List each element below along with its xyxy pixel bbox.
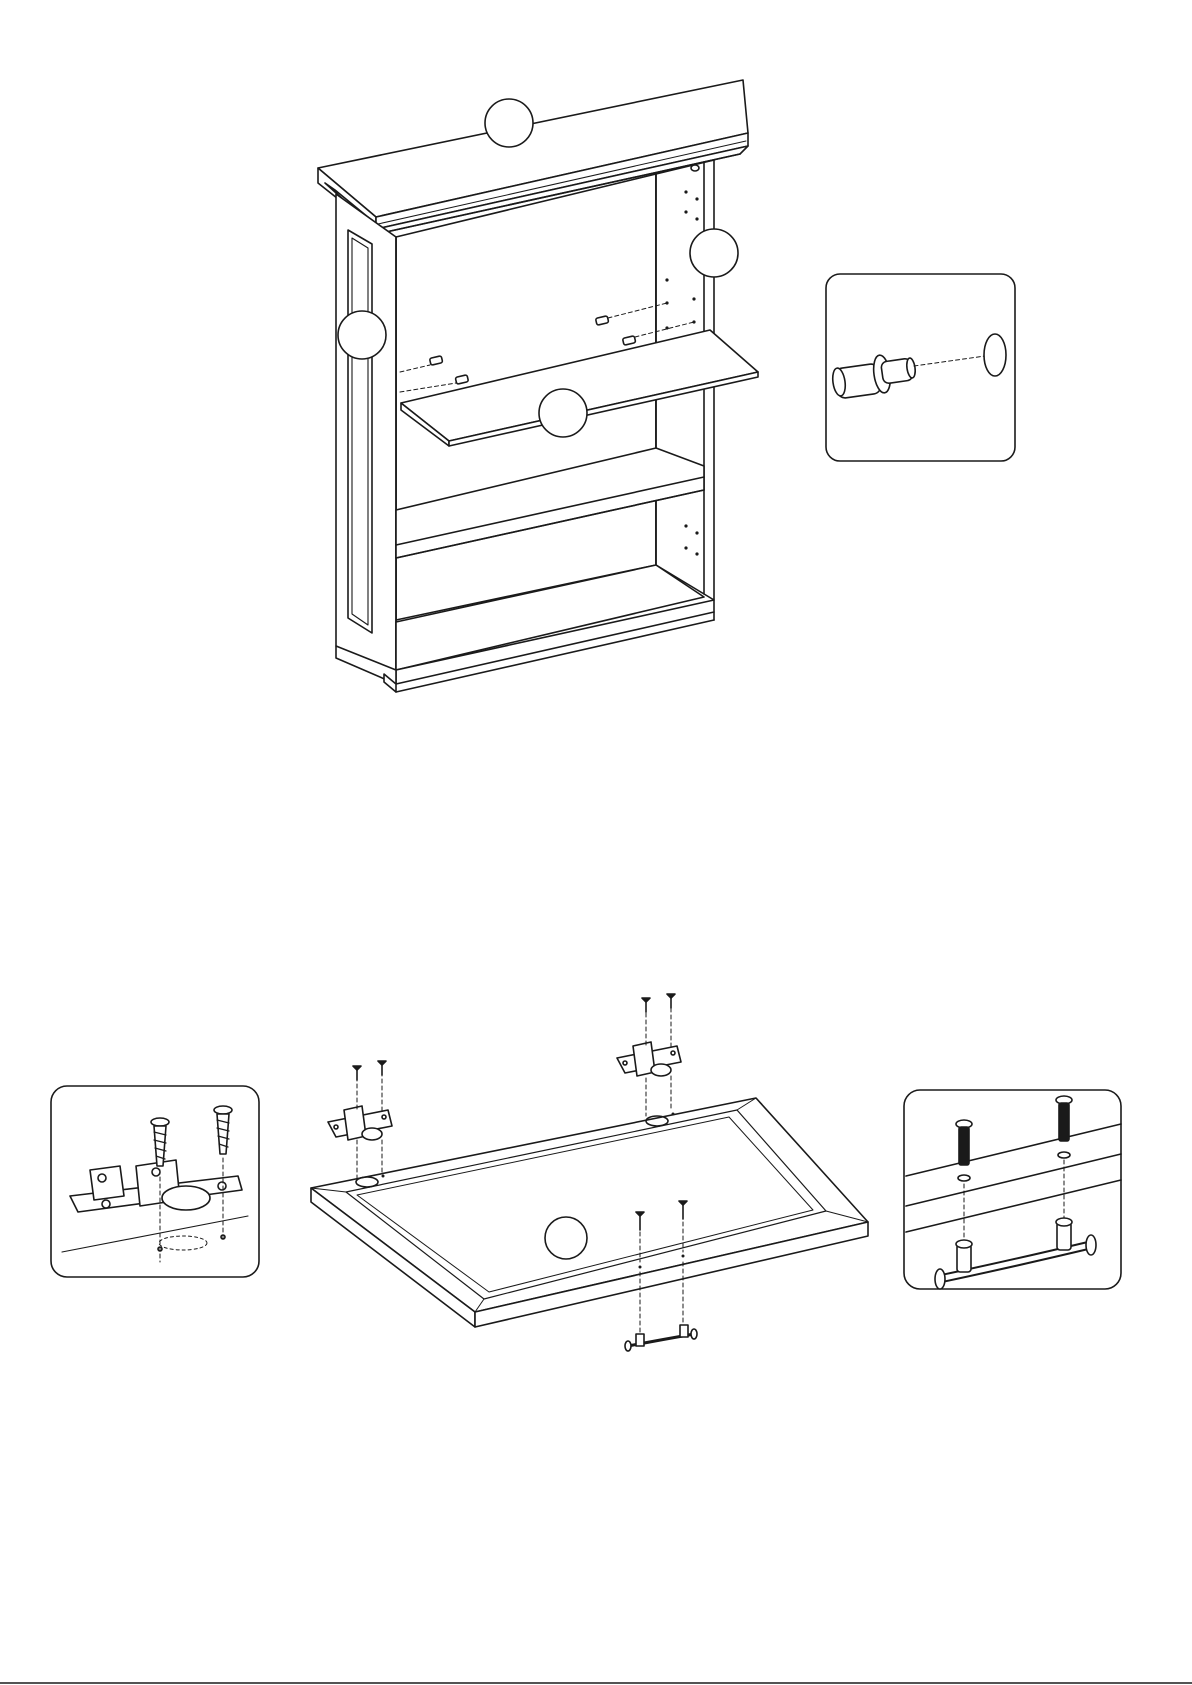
pin-hole-icon xyxy=(984,334,1006,376)
part-callout xyxy=(690,229,738,277)
hinge-screw xyxy=(353,1066,361,1080)
part-callout xyxy=(545,1217,587,1259)
part-callout xyxy=(539,389,587,437)
cabinet-step xyxy=(318,80,1015,692)
part-callout xyxy=(485,99,533,147)
door-step xyxy=(51,994,1121,1351)
machine-screw-icon xyxy=(1056,1096,1072,1141)
hinge-screw xyxy=(642,998,650,1012)
hinge-left xyxy=(328,1065,392,1178)
left-side-panel xyxy=(336,194,396,680)
door-panel xyxy=(311,1098,868,1327)
door-handle xyxy=(625,1325,697,1351)
hinge-screw xyxy=(667,994,675,1008)
hinge-detail-inset xyxy=(51,1086,259,1277)
handle-detail-inset xyxy=(904,1090,1121,1289)
machine-screw-icon xyxy=(956,1120,972,1165)
hinge-screw xyxy=(378,1061,386,1075)
shelf-pin-detail-inset xyxy=(826,274,1015,461)
hinge-right xyxy=(617,1001,681,1116)
part-callout xyxy=(338,311,386,359)
